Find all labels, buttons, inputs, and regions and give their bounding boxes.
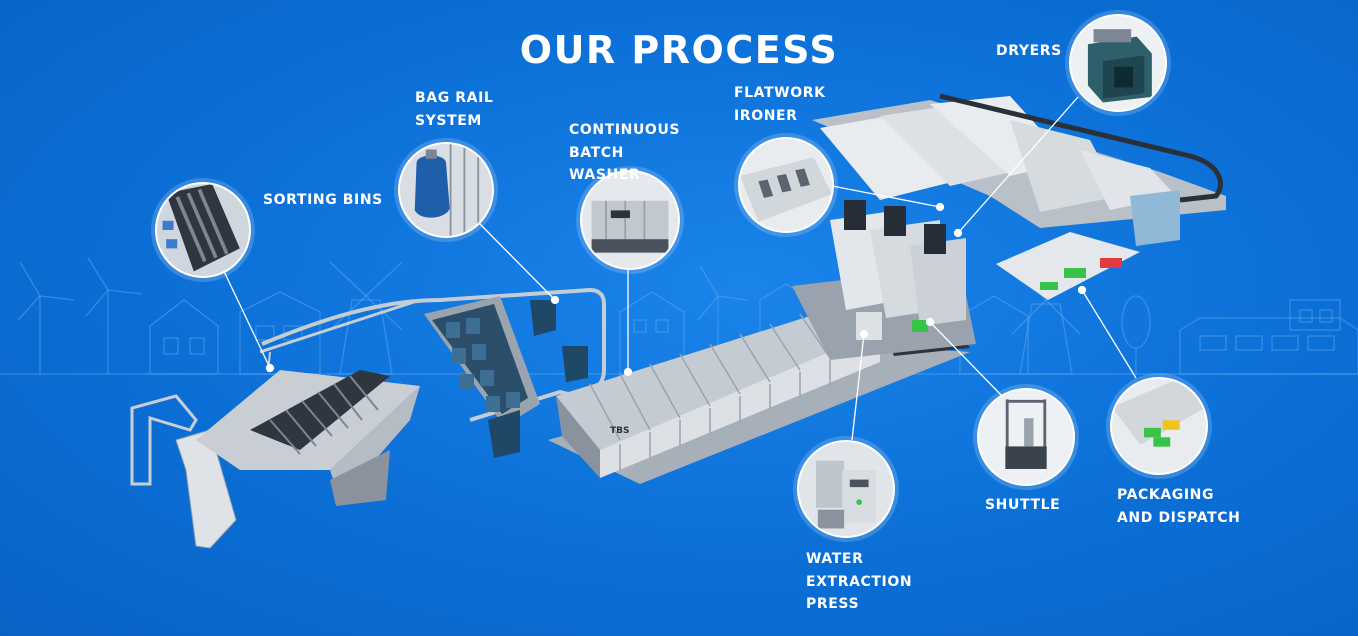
connector-lines bbox=[220, 96, 1137, 441]
press-cluster-machine bbox=[792, 200, 976, 360]
label-dryers: DRYERS bbox=[996, 43, 1062, 59]
washer-brand-text: TBS bbox=[610, 426, 629, 436]
bag-rail-system-photo bbox=[398, 142, 494, 238]
shuttle-photo bbox=[977, 388, 1075, 486]
sorting-bins-photo bbox=[155, 182, 251, 278]
label-shuttle: SHUTTLE bbox=[985, 497, 1061, 513]
dryers-photo bbox=[1069, 14, 1167, 112]
continuous-batch-washer-photo bbox=[580, 170, 680, 270]
flatwork-ironer-photo bbox=[738, 137, 834, 233]
sorting-line-machine bbox=[130, 298, 421, 549]
page-title: OUR PROCESS bbox=[519, 28, 839, 72]
label-sorting-bins: SORTING BINS bbox=[263, 192, 383, 208]
packaging-and-dispatch-photo bbox=[1110, 377, 1208, 475]
water-extraction-press-photo bbox=[797, 440, 895, 538]
